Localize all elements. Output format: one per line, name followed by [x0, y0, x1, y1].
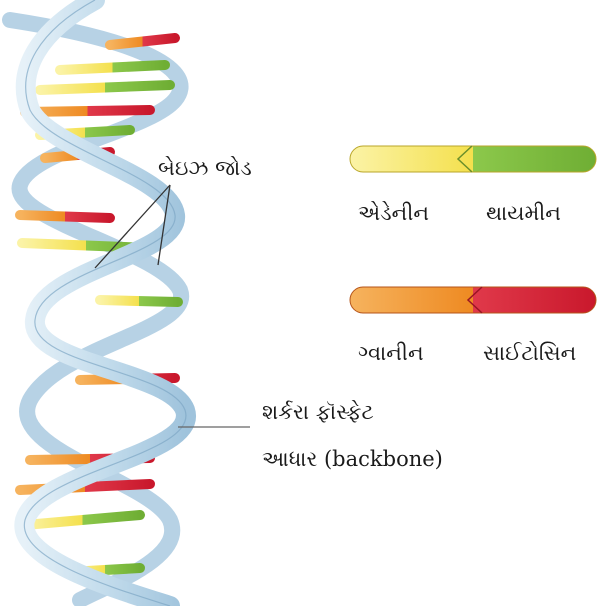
base-pair-rung-at: [25, 515, 140, 525]
thymine-label: થાયમીન: [486, 203, 561, 224]
base-pair-rung-gc: [20, 215, 110, 218]
base-pair-rung-at: [100, 300, 178, 302]
backbone-label-line2: આધાર (backbone): [262, 449, 443, 470]
base-pair-rung-gc: [110, 38, 175, 45]
adenine-label: એડેનીન: [358, 203, 429, 224]
guanine-label: ગ્વાનીન: [358, 343, 424, 364]
cytosine-label: સાઈટોસિન: [483, 343, 576, 364]
backbone-label-line1: શર્કરા ફૉસ્ફેટ: [262, 402, 374, 423]
base-pair-label: બેઇઝ જોડ: [158, 158, 252, 179]
base-pair-rung-at: [60, 65, 165, 70]
legend-adenine-thymine-bar: [350, 146, 596, 172]
base-pair-rung-at: [40, 85, 170, 90]
base-pair-rung-gc: [25, 110, 150, 112]
legend-guanine-cytosine-bar: [350, 287, 596, 313]
